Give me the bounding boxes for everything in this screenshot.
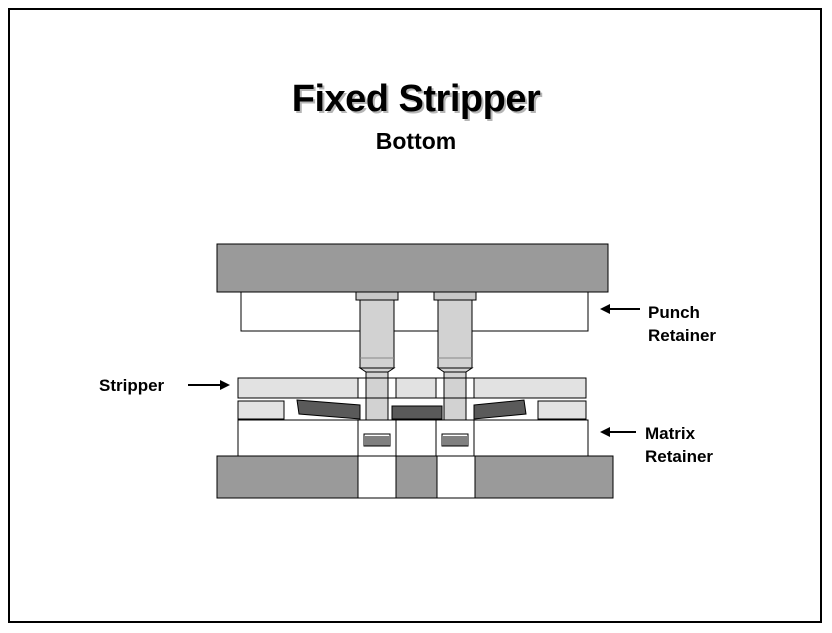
punch-left-head [355, 291, 399, 301]
label-punch-retainer-line1: Punch [648, 303, 700, 322]
punch-retainer-plate [240, 291, 589, 332]
label-stripper: Stripper [99, 376, 165, 395]
label-punch-retainer: Punch Retainer [648, 301, 716, 347]
arrow-stripper [188, 380, 230, 390]
punch-left-taper [358, 367, 396, 373]
slug-right [441, 433, 469, 447]
punch-right-head [433, 291, 477, 301]
label-matrix-retainer: Matrix Retainer [645, 422, 713, 468]
punch-right-body [437, 299, 473, 369]
strip-middle [391, 405, 443, 420]
arrow-punch-retainer [600, 304, 640, 314]
spacer-left [237, 400, 285, 420]
slug-hole-right [436, 455, 476, 499]
punch-right-taper [436, 367, 474, 373]
strip-left [296, 399, 361, 420]
bottom-plate [216, 455, 614, 499]
top-plate [216, 243, 609, 293]
label-punch-retainer-line2: Retainer [648, 326, 717, 345]
slug-hole-left [357, 455, 397, 499]
spacer-right [537, 400, 587, 420]
punch-right [433, 291, 477, 423]
slug-left [363, 433, 391, 447]
punch-left [355, 291, 399, 423]
matrix-retainer-plate [237, 419, 589, 457]
diagram-title: Fixed Stripper [291, 78, 541, 120]
label-matrix-retainer-line2: Retainer [645, 447, 714, 466]
stripper-plate [237, 377, 587, 399]
arrow-matrix-retainer [600, 427, 636, 437]
label-matrix-retainer-line1: Matrix [645, 424, 696, 443]
strip-right [473, 399, 527, 420]
diagram-subtitle: Bottom [375, 128, 457, 154]
